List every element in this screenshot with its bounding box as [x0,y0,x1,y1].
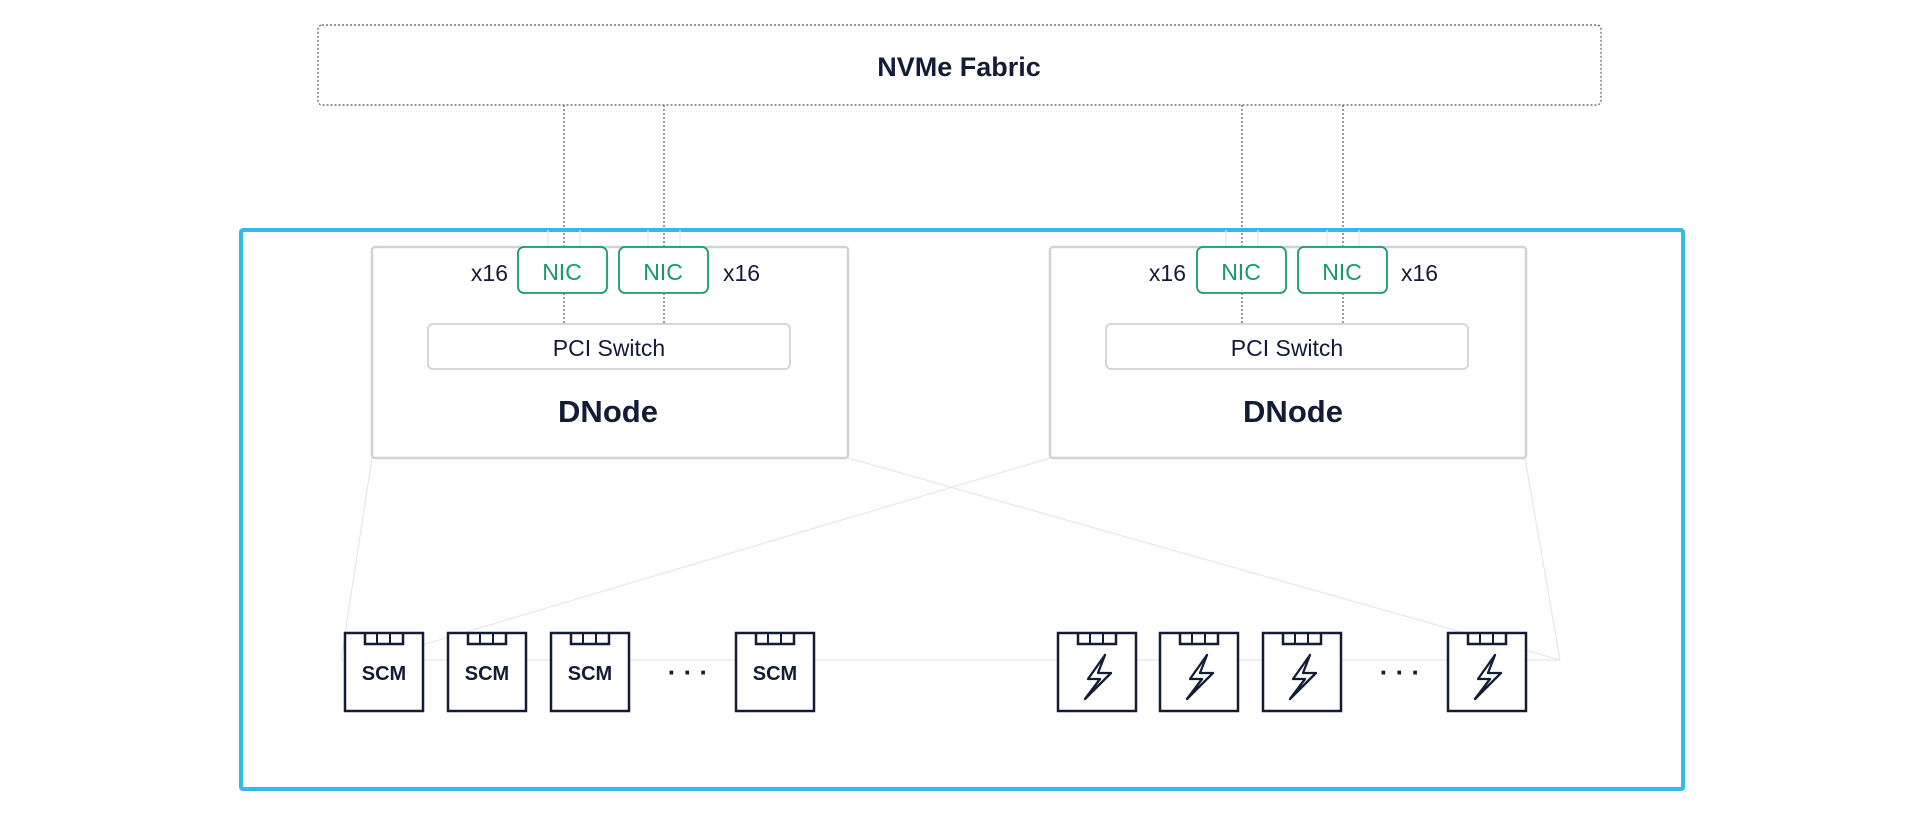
dnode-title: DNode [558,394,658,429]
flash-drive-icon [1261,631,1343,713]
nic-box [1196,246,1287,294]
lightning-bolt-icon [1473,653,1503,701]
faint-link [340,457,373,661]
nic-lanes-label: x16 [723,260,760,286]
nic-lanes-label: x16 [471,260,508,286]
nic-box [517,246,608,294]
flash-drive-icon [1158,631,1240,713]
faint-link [1524,457,1561,661]
scm-drive-group: SCM SCM SCM · · · SCM [343,631,816,713]
dnode-2: x16 NIC NIC x16 PCI Switch DNode [1048,245,1528,460]
dnode-title: DNode [1243,394,1343,429]
nic-label: NIC [1221,259,1261,285]
scm-ellipsis: · · · [668,657,708,687]
nic-lanes-label: x16 [1401,260,1438,286]
pci-switch-box [427,323,791,370]
scm-label: SCM [465,663,509,685]
nic-box [1297,246,1388,294]
flash-drive-icon [1056,631,1138,713]
lightning-bolt-icon [1185,653,1215,701]
flash-drive-group: · · · [1056,631,1528,713]
faint-connections [340,230,1561,661]
nvme-fabric-box [317,24,1602,106]
scm-drive-icon: SCM [343,631,425,713]
scm-drive-icon: SCM [549,631,631,713]
pci-switch-label: PCI Switch [1231,335,1343,361]
fabric-connectors [563,105,1344,247]
faint-link [847,457,1561,661]
scm-label: SCM [753,663,797,685]
nic-label: NIC [1322,259,1362,285]
pci-switch-box [1105,323,1469,370]
storage-enclosure [239,228,1685,791]
dnode-1: x16 NIC NIC x16 PCI Switch DNode [370,245,850,460]
nic-label: NIC [542,259,582,285]
lightning-bolt-icon [1288,653,1318,701]
scm-drive-icon: SCM [446,631,528,713]
scm-label: SCM [362,663,406,685]
pci-switch-label: PCI Switch [553,335,665,361]
nvme-fabric-label: NVMe Fabric [877,52,1041,82]
nvme-fabric: NVMe Fabric [317,24,1602,106]
scm-label: SCM [568,663,612,685]
faint-link [371,457,1051,661]
nic-lanes-label: x16 [1149,260,1186,286]
nic-box [618,246,709,294]
lightning-bolt-icon [1083,653,1113,701]
flash-drive-icon [1446,631,1528,713]
scm-drive-icon: SCM [734,631,816,713]
flash-ellipsis: · · · [1380,657,1420,687]
nic-label: NIC [643,259,683,285]
